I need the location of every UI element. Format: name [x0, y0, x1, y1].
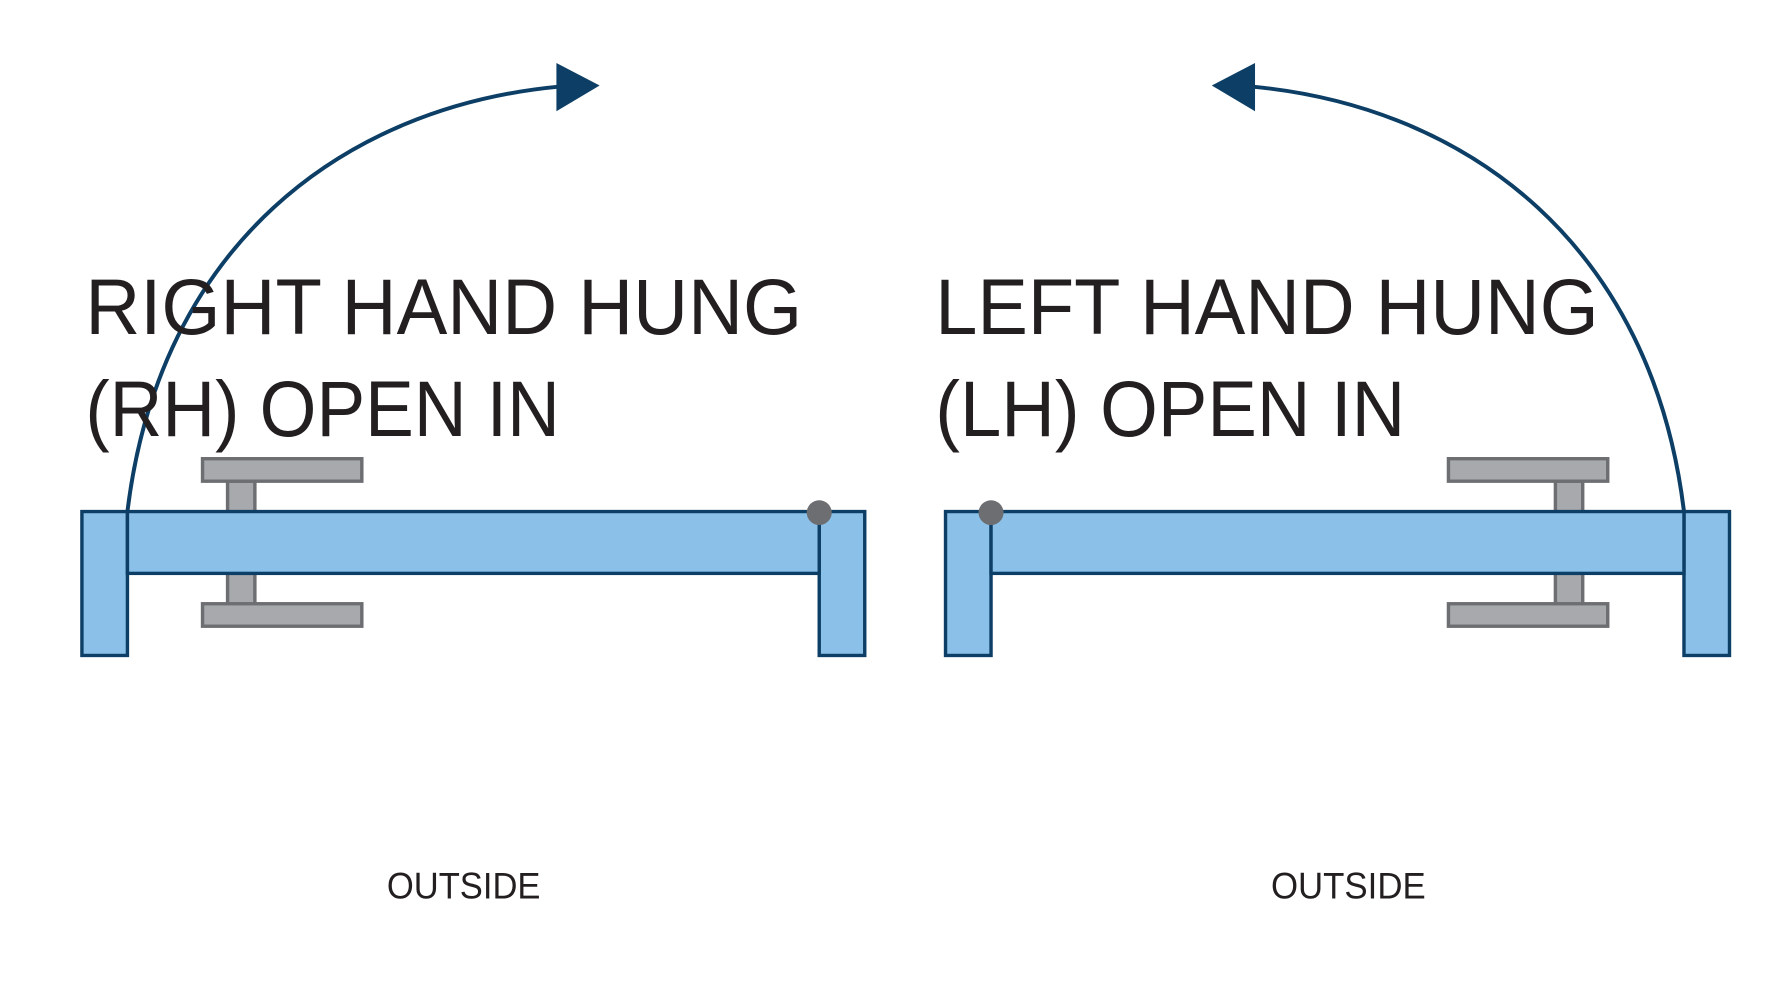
hinge-icon — [806, 500, 832, 526]
hinge-icon — [978, 500, 1004, 526]
arrowhead-icon — [1211, 62, 1256, 112]
door-leaf — [989, 509, 1686, 576]
handle-stem-top — [225, 479, 257, 515]
arrowhead-icon — [556, 62, 600, 112]
rh-title-line1: RIGHT HAND HUNG — [85, 262, 802, 350]
handle-plate-inside — [1446, 457, 1610, 483]
door-handle — [1446, 457, 1610, 628]
lh-title-line1: LEFT HAND HUNG — [935, 262, 1598, 350]
handle-stem-bottom — [1553, 571, 1585, 607]
lh-outside-label: OUTSIDE — [1271, 865, 1426, 907]
rh-diagram: RIGHT HAND HUNG (RH) OPEN IN OUTSIDE — [80, 62, 867, 907]
left-jamb — [80, 509, 130, 658]
lh-diagram: LEFT HAND HUNG (LH) OPEN IN OUTSIDE — [935, 62, 1732, 907]
door-handle — [200, 457, 364, 628]
handle-stem-bottom — [225, 571, 257, 607]
handle-plate-outside — [200, 602, 364, 628]
swing-arc — [125, 84, 560, 512]
rh-title-line2: (RH) OPEN IN — [85, 365, 559, 453]
handle-plate-outside — [1446, 602, 1610, 628]
lh-title-line2: (LH) OPEN IN — [935, 365, 1405, 453]
right-jamb — [817, 509, 867, 658]
swing-arc — [1251, 84, 1686, 512]
left-jamb — [943, 509, 993, 658]
rh-outside-label: OUTSIDE — [387, 865, 541, 907]
handle-plate-inside — [200, 457, 364, 483]
handle-stem-top — [1553, 479, 1585, 515]
right-jamb — [1682, 509, 1732, 658]
door-leaf — [125, 509, 821, 576]
